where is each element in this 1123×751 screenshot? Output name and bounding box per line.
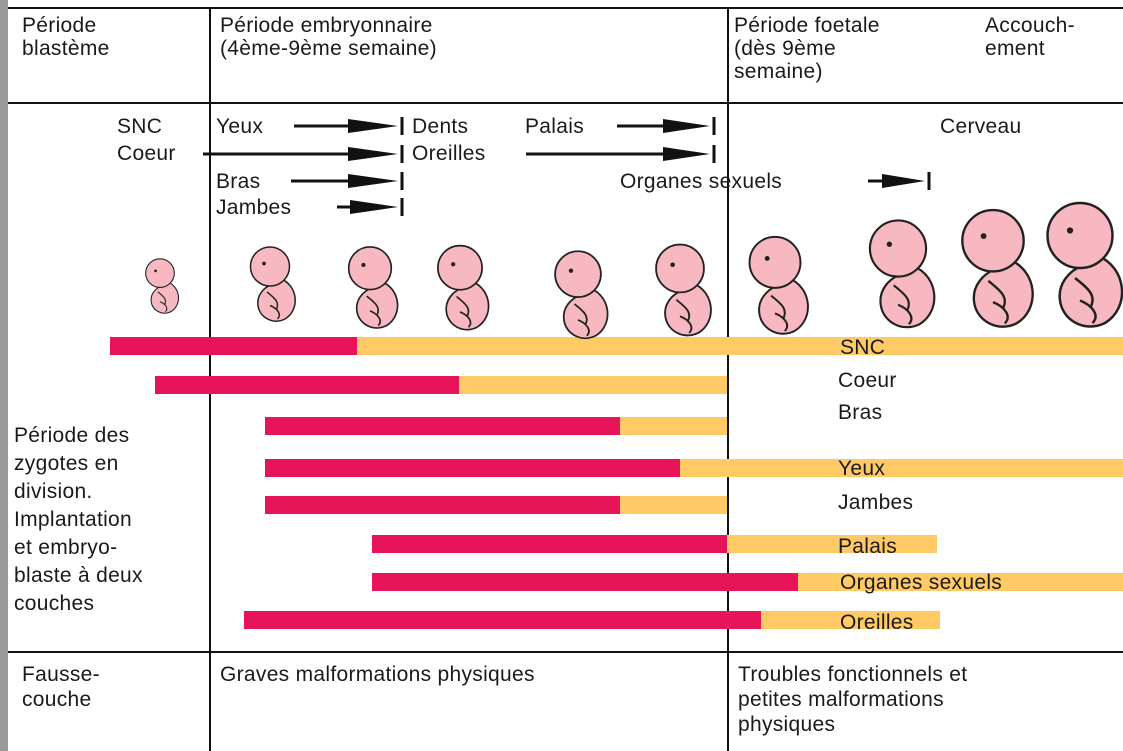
bar-yeux [265,459,1123,477]
label-jambes: Jambes [216,195,291,220]
dev-arrow-organes-sexuels [868,172,929,190]
bar-coeur-high-risk [155,376,459,394]
dev-arrow-oreilles [526,145,714,163]
bar-bras [265,417,727,435]
bar-oreilles [244,611,940,629]
bar-jambes-high-risk [265,496,620,514]
dev-arrow-bras [291,172,402,190]
label-dents: Dents [412,114,468,139]
label-bras: Bras [216,169,260,194]
bar-label-coeur: Coeur [838,368,897,393]
bar-palais-high-risk [372,535,727,553]
embryo-figure-2 [251,247,296,321]
bar-organes-sexuels-high-risk [372,573,798,591]
bar-label-oreilles: Oreilles [840,610,914,635]
dev-arrow-coeur [203,145,402,163]
bar-label-yeux: Yeux [838,456,885,481]
footer-fausse-couche: Fausse- couche [22,662,100,712]
embryo-figure-3 [349,247,398,328]
bar-snc-high-risk [110,337,357,355]
footer-graves-malformations: Graves malformations physiques [220,662,535,687]
header-periode-blasteme: Période blastème [22,14,110,60]
bar-label-snc: SNC [840,335,885,360]
header-periode-embryonnaire: Période embryonnaire (4ème-9ème semaine) [220,14,437,60]
zygote-period-text: Période des zygotes en division. Implant… [14,422,143,618]
label-oreilles: Oreilles [412,141,486,166]
bar-bras-low-risk [620,417,727,435]
bar-label-jambes: Jambes [838,490,913,515]
embryo-figure-8 [870,220,934,327]
bar-organes-sexuels [372,573,1123,591]
embryo-figure-1 [146,259,179,313]
header-accouchement: Accouch- ement [985,14,1075,60]
bar-snc [110,337,1123,355]
bar-coeur [155,376,727,394]
bar-yeux-low-risk [680,459,1123,477]
bar-oreilles-high-risk [244,611,761,629]
bar-jambes [265,496,727,514]
label-cerveau: Cerveau [940,114,1021,139]
embryo-figure-4 [438,246,489,330]
embryo-figure-6 [656,245,711,336]
label-palais: Palais [525,114,584,139]
bar-coeur-low-risk [459,376,727,394]
bar-bras-high-risk [265,417,620,435]
label-coeur: Coeur [117,141,176,166]
bar-label-bras: Bras [838,400,882,425]
bar-yeux-high-risk [265,459,680,477]
embryo-figure-7 [750,237,808,334]
label-organes-sexuels: Organes sexuels [620,169,782,194]
dev-arrow-jambes [337,198,402,216]
header-periode-foetale: Période foetale (dès 9ème semaine) [734,14,880,83]
dev-arrow-yeux [294,117,402,135]
bar-label-organes-sexuels: Organes sexuels [840,570,1002,595]
bar-label-palais: Palais [838,534,897,559]
footer-troubles-fonctionnels: Troubles fonctionnels et petites malform… [738,662,967,737]
label-snc: SNC [117,114,162,139]
embryo-figure-9 [962,210,1032,327]
bar-snc-low-risk [357,337,1123,355]
embryo-figure-5 [555,251,607,338]
embryo-figure-10 [1048,203,1123,327]
label-yeux: Yeux [216,114,263,139]
embryo-figures [146,203,1122,338]
bar-jambes-low-risk [620,496,727,514]
bar-palais-low-risk [727,535,937,553]
dev-arrow-palais [617,117,714,135]
